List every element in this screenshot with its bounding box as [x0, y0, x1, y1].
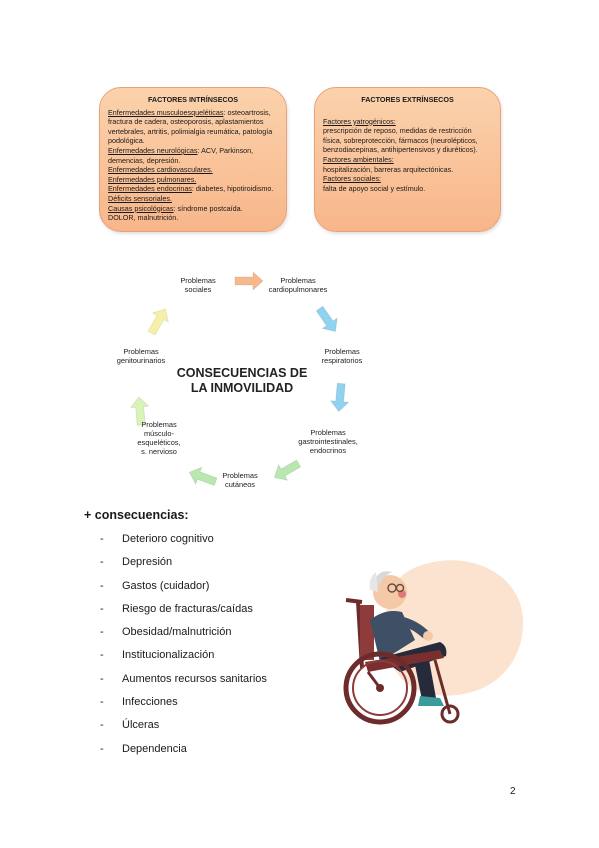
extrinsic-list: Factores yatrogénicos: prescripción de r…	[323, 117, 492, 194]
cycle-arrow	[147, 308, 170, 336]
list-item: - Úlceras	[100, 714, 267, 737]
cycle-node-cardiopulmonary: Problemas cardiopulmonares	[268, 276, 328, 294]
extrinsic-item-text: falta de apoyo social y estímulo.	[323, 183, 426, 193]
list-item-text: Infecciones	[122, 696, 178, 709]
cycle-node-musculoskeletal: Problemas músculo- esqueléticos, s. nerv…	[137, 420, 181, 456]
cycle-arrow	[129, 396, 150, 426]
intrinsic-item-label: Déficits sensoriales.	[108, 193, 172, 203]
cycle-node-genitourinary: Problemas genitourinarios	[116, 347, 166, 365]
cycle-node-gastrointestinal: Problemas gastrointestinales, endocrinos	[298, 428, 358, 455]
cycle-node-respiratory: Problemas respiratorios	[321, 347, 363, 365]
list-item: - Gastos (cuidador)	[100, 575, 267, 598]
list-bullet: -	[100, 579, 104, 592]
intrinsic-item-label: Enfermedades neurológicas	[108, 145, 198, 155]
cycle-arrow	[188, 466, 218, 487]
intrinsic-item: Causas psicológicas: síndrome postcaída.	[108, 204, 278, 214]
cycle-arrows	[129, 270, 350, 487]
intrinsic-item-label: Enfermedades musculoesqueléticas	[108, 107, 224, 117]
page-number: 2	[510, 786, 516, 797]
list-item: - Obesidad/malnutrición	[100, 621, 267, 644]
intrinsic-item: Enfermedades neurológicas: ACV, Parkinso…	[108, 146, 278, 165]
intrinsic-item: Enfermedades musculoesqueléticas: osteoa…	[108, 108, 278, 146]
list-bullet: -	[100, 742, 104, 755]
list-item: - Deterioro cognitivo	[100, 528, 267, 551]
cycle-node-skin: Problemas cutáneos	[222, 471, 258, 489]
cycle-arrow	[329, 382, 350, 413]
list-item-text: Gastos (cuidador)	[122, 579, 210, 592]
intrinsic-item-text: : diabetes, hipotiroidismo.	[191, 184, 274, 194]
list-bullet: -	[100, 672, 104, 685]
intrinsic-factors-box: FACTORES INTRÍNSECOS Enfermedades muscul…	[99, 87, 287, 232]
list-item: - Riesgo de fracturas/caídas	[100, 598, 267, 621]
intrinsic-item-label: Enfermedades endocrinas	[108, 184, 192, 194]
intrinsic-title: FACTORES INTRÍNSECOS	[147, 95, 239, 104]
intrinsic-item-label: Causas psicológicas	[108, 203, 174, 213]
list-bullet: -	[100, 649, 104, 662]
intrinsic-item: Enfermedades endocrinas: diabetes, hipot…	[108, 184, 278, 194]
intrinsic-item: Enfermedades cardiovasculares.	[108, 165, 278, 175]
list-item: - Aumentos recursos sanitarios	[100, 668, 267, 691]
consequences-list: - Deterioro cognitivo - Depresión - Gastos …	[100, 528, 267, 761]
intrinsic-item-label: Enfermedades pulmonares.	[108, 174, 197, 184]
intrinsic-tail: DOLOR, malnutrición.	[108, 213, 179, 223]
list-item-text: Institucionalización	[122, 649, 215, 662]
intrinsic-item-text: : síndrome postcaída.	[173, 203, 243, 213]
list-item-text: Dependencia	[122, 742, 187, 755]
list-item-text: Depresión	[122, 556, 173, 569]
extrinsic-item-label: Factores sociales:	[323, 174, 381, 184]
extrinsic-title: FACTORES EXTRÍNSECOS	[361, 95, 454, 104]
extrinsic-item-text: prescripción de reposo, medidas de restr…	[323, 126, 478, 155]
intrinsic-item-label: Enfermedades cardiovasculares.	[108, 165, 213, 175]
list-bullet: -	[100, 556, 104, 569]
list-bullet: -	[100, 719, 104, 732]
list-item: - Institucionalización	[100, 644, 267, 667]
cycle-node-social: Problemas sociales	[180, 276, 216, 294]
intrinsic-item-text: : osteoartrosis, fractura de cadera, ost…	[108, 107, 273, 146]
list-item-text: Úlceras	[122, 719, 160, 732]
list-bullet: -	[100, 696, 104, 709]
list-item-text: Aumentos recursos sanitarios	[122, 672, 267, 685]
list-item-text: Obesidad/malnutrición	[122, 626, 232, 639]
intrinsic-item-text: : ACV, Parkinson, demencias, depresión.	[108, 145, 254, 165]
list-bullet: -	[100, 602, 104, 615]
consequences-heading: + consecuencias:	[84, 508, 189, 522]
list-item-text: Riesgo de fracturas/caídas	[122, 602, 253, 615]
extrinsic-factors-box: FACTORES EXTRÍNSECOS Factores yatrogénic…	[314, 87, 501, 232]
list-item: - Infecciones	[100, 691, 267, 714]
list-item-text: Deterioro cognitivo	[122, 533, 214, 545]
cycle-arrow	[234, 270, 264, 292]
intrinsic-item: Enfermedades pulmonares.	[108, 175, 278, 185]
cycle-arrow	[315, 305, 338, 333]
extrinsic-item-label: Factores ambientales:	[323, 154, 394, 164]
intrinsic-list: Enfermedades musculoesqueléticas: osteoa…	[108, 108, 278, 223]
cycle-arrow	[273, 459, 302, 482]
list-bullet: -	[100, 533, 104, 545]
list-item: - Dependencia	[100, 738, 267, 761]
elderly-wheelchair-illustration	[343, 560, 524, 725]
extrinsic-item-text: hospitalización, barreras arquitectónica…	[323, 164, 454, 174]
cycle-center-title: CONSECUENCIAS DE LA INMOVILIDAD	[176, 366, 308, 395]
extrinsic-item-label: Factores yatrogénicos:	[323, 116, 396, 126]
list-item: - Depresión	[100, 551, 267, 574]
intrinsic-item: Déficits sensoriales.	[108, 194, 278, 204]
list-bullet: -	[100, 626, 104, 639]
